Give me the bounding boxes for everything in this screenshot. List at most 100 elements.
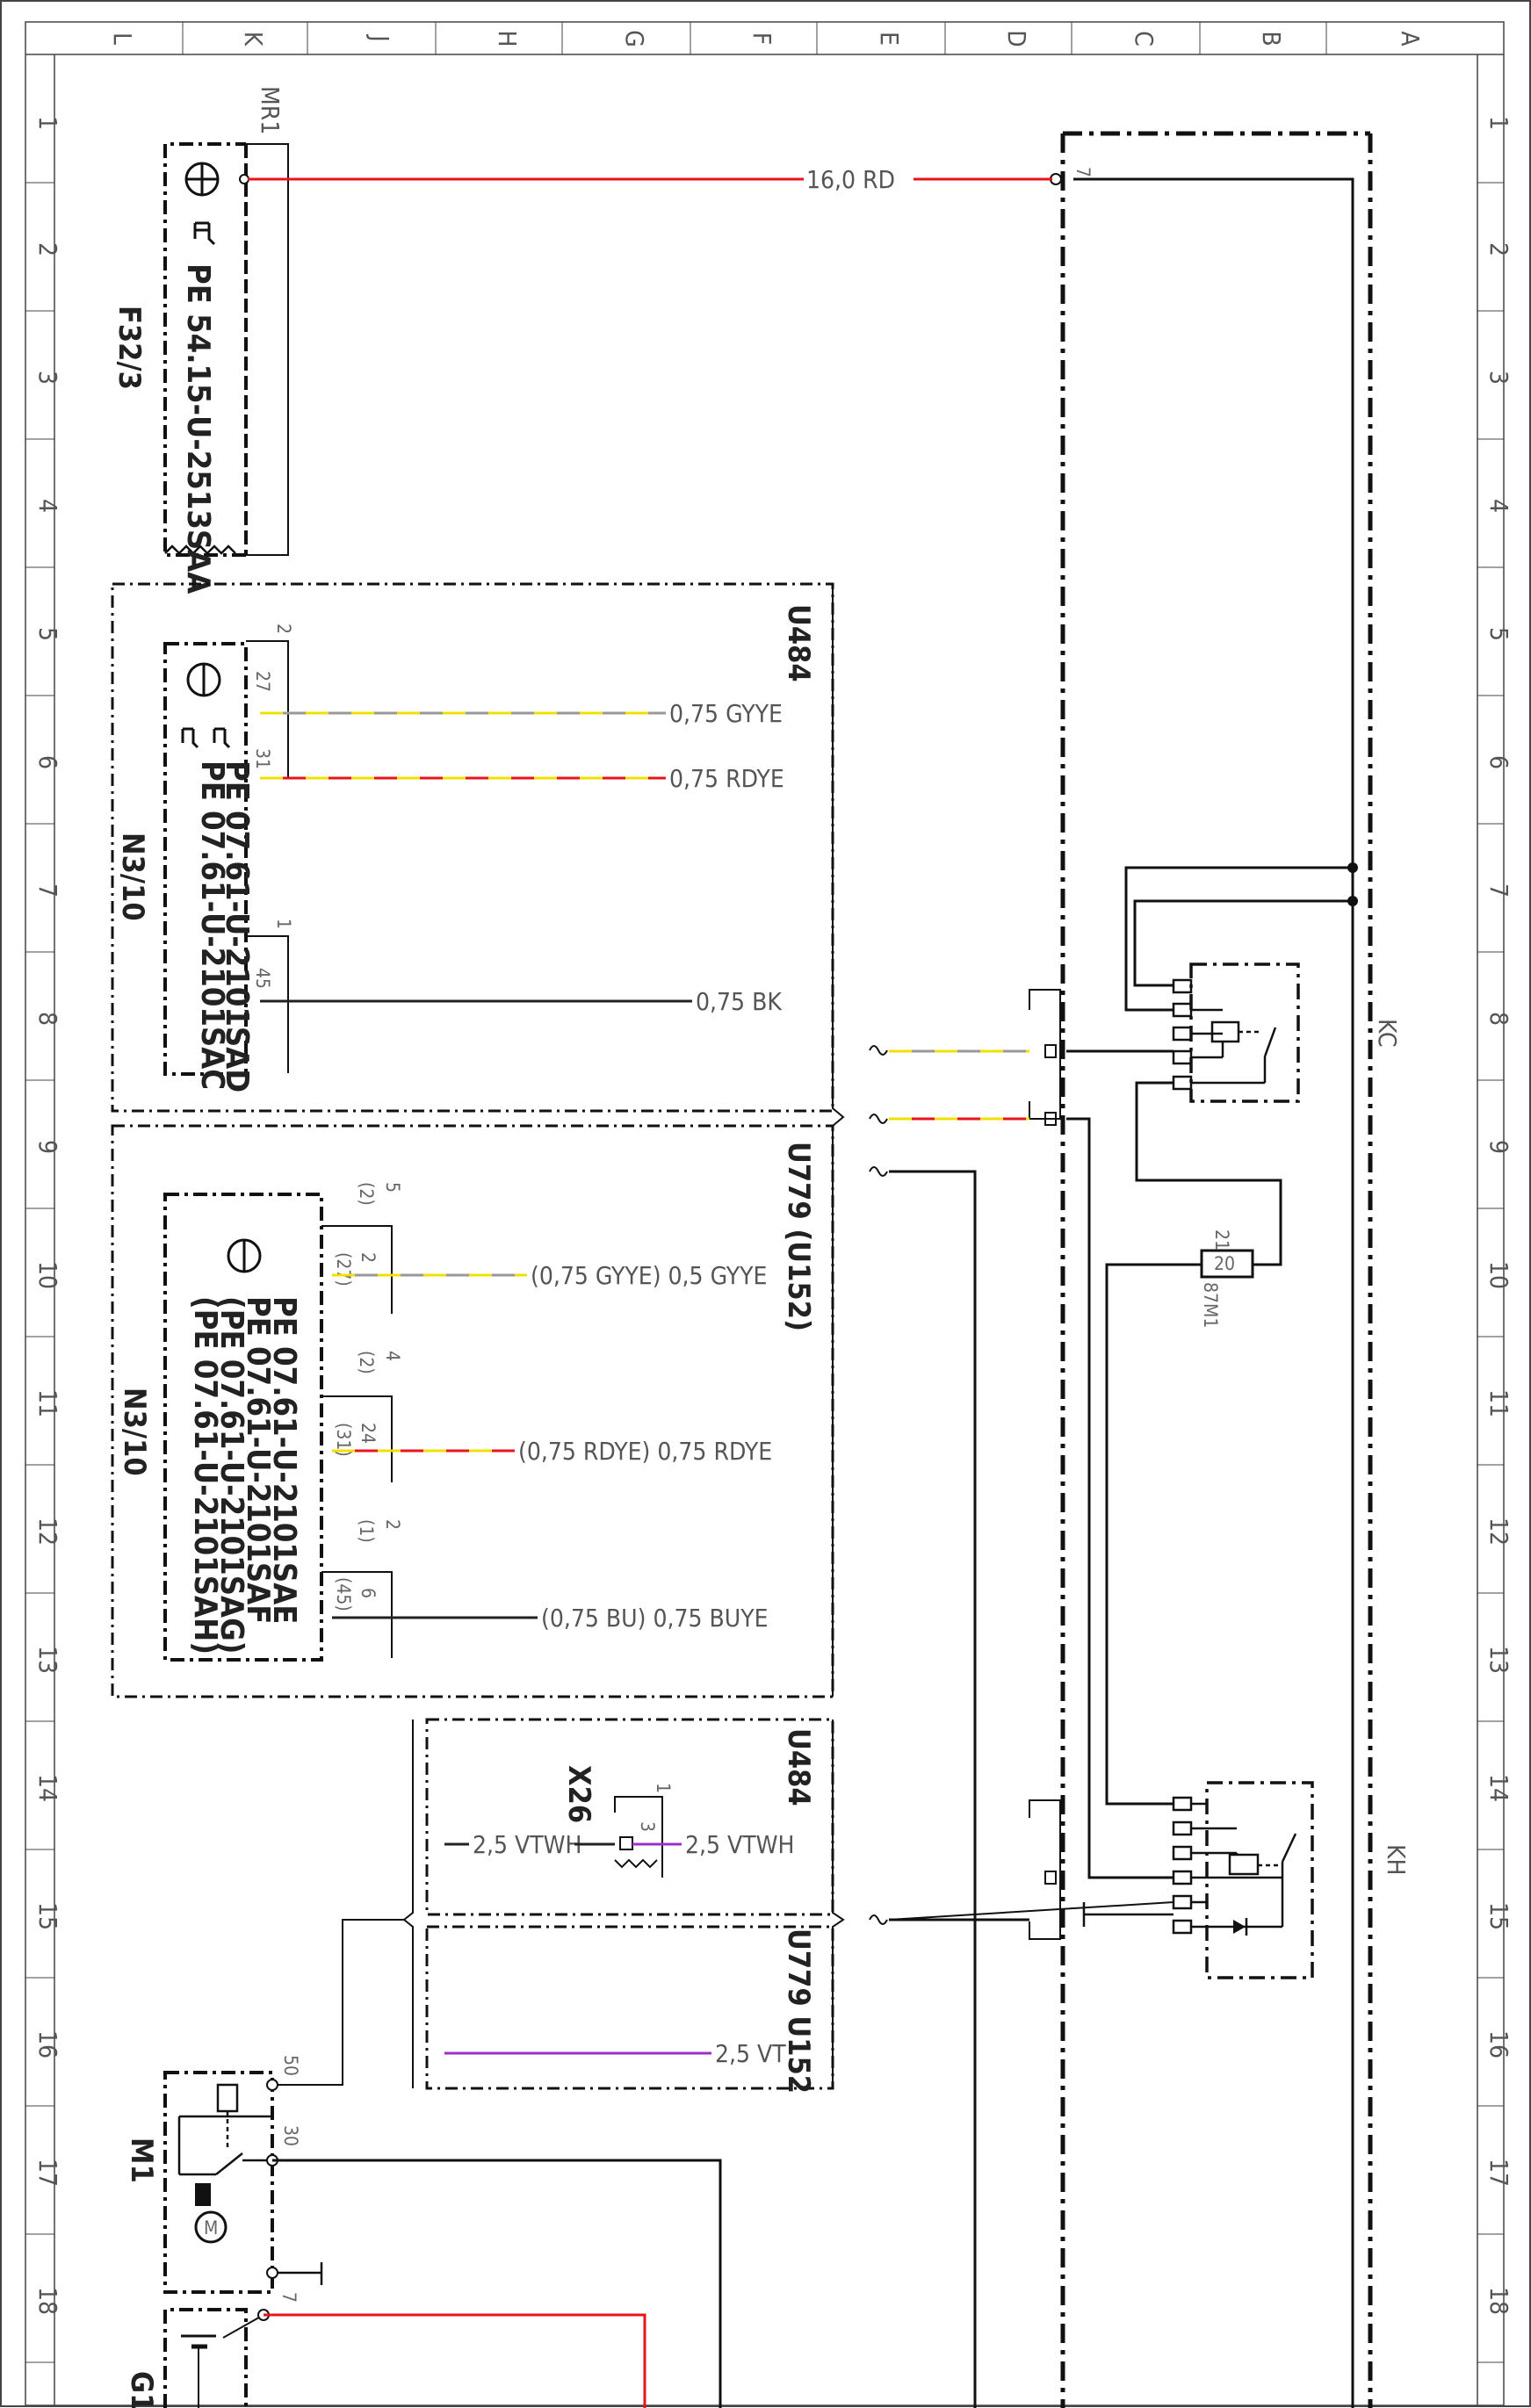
fuse-label: 20	[1214, 1253, 1235, 1274]
relay-kc-label: KC	[1373, 1019, 1402, 1048]
relay-kc	[1172, 962, 1300, 1103]
wire-gyye-bottom: (0,75 GYYE) 0,5 GYYE	[332, 1261, 767, 1290]
row-number: 10	[33, 1261, 62, 1289]
relay-switch-icon	[215, 2152, 243, 2175]
wire-label: 2,5 VTWH	[473, 1830, 582, 1859]
wire-break-icon	[164, 544, 236, 555]
column-letter: F	[747, 32, 776, 46]
wire-label: 2,5 VTWH	[685, 1830, 795, 1859]
row-number: 18	[1484, 2287, 1513, 2315]
n3-10-bottom-component: (PE 07.61-U-2101SAH) (PE 07.61-U-2101SAG…	[117, 1182, 403, 1662]
part-number: PE 07.61-U-2101SAC	[194, 761, 230, 1090]
pin-label: (27)	[333, 1252, 354, 1287]
wire-rdye-bottom: (0,75 RDYE) 0,75 RDYE	[332, 1437, 772, 1466]
svg-text:3: 3	[637, 1821, 658, 1832]
pin-label: 45	[252, 968, 273, 989]
row-number: 18	[33, 2287, 62, 2315]
column-letter: J	[365, 33, 394, 41]
row-number: 6	[1484, 755, 1513, 769]
wire-buye-bottom: (0,75 BU) 0,75 BUYE	[332, 1604, 769, 1633]
part-number: (PE 07.61-U-2101SAH)	[187, 1296, 223, 1655]
row-number: 8	[1484, 1012, 1513, 1026]
n10-1-frame	[1060, 131, 1373, 2408]
svg-text:M: M	[204, 2217, 218, 2239]
brace-bottom	[272, 1719, 1174, 2088]
part-number: PE 07.61-U-2101SAD	[219, 761, 255, 1092]
row-number: 16	[1484, 2030, 1513, 2058]
connector-label: MR1	[256, 86, 285, 134]
wire-bk-top: 0,75 BK	[260, 987, 783, 1016]
pin-label: 6	[357, 1588, 379, 1598]
g1-red-wire	[264, 2313, 646, 2408]
column-letter: B	[1257, 31, 1286, 46]
row-number: 5	[33, 627, 62, 641]
pin-label: 7	[1072, 167, 1094, 177]
column-letter: H	[493, 31, 522, 47]
wire-vt: 2,5 VT	[444, 2039, 786, 2068]
pin-label: 7	[278, 2292, 300, 2303]
row-number: 3	[33, 371, 62, 385]
connector-i1	[1029, 989, 1061, 1126]
pin-label: (45)	[333, 1577, 354, 1611]
row-number: 7	[1484, 883, 1513, 898]
relay-switch-icon	[1281, 1833, 1297, 1863]
row-number: 14	[1484, 1774, 1513, 1802]
hand-pointer-icon	[181, 727, 199, 749]
row-number: 11	[1484, 1389, 1513, 1417]
wire-label: 0,75 RDYE	[669, 764, 784, 793]
row-number: 2	[1484, 242, 1513, 256]
pin-label: 27	[252, 671, 273, 692]
pin-label: 5	[382, 1182, 403, 1193]
wire-rdye-top: 0,75 RDYE	[260, 764, 784, 793]
row-number: 1	[1484, 116, 1513, 130]
pin-label: 2	[273, 624, 294, 634]
column-letter: G	[620, 30, 649, 47]
f32-3-component: PE 54.15-U-2513SAA F32/3 MR1	[112, 86, 289, 594]
row-number: 13	[33, 1646, 62, 1674]
column-letter: D	[1002, 30, 1031, 47]
row-number: 4	[1484, 499, 1513, 513]
pin-label: 31	[252, 748, 273, 769]
row-number: 10	[1484, 1261, 1513, 1289]
n3-10-top-component: PE 07.61-U-2101SAC PE 07.61-U-2101SAD N3…	[115, 624, 294, 1092]
row-number: 12	[33, 1518, 62, 1546]
wire-vtwh: 2,5 VTWH 2,5 VTWH	[444, 1830, 795, 1859]
row-number: 11	[33, 1389, 62, 1417]
row-number: 6	[33, 755, 62, 769]
svg-text:1: 1	[653, 1783, 674, 1793]
wire-16rd: 16,0 RD	[248, 165, 1052, 194]
motor-icon	[194, 2210, 227, 2244]
g1-component: G1 7	[124, 2292, 300, 2408]
wire-label: (0,75 GYYE) 0,5 GYYE	[531, 1261, 767, 1290]
wire-label: (0,75 RDYE) 0,75 RDYE	[518, 1437, 772, 1466]
variant-label: U484	[781, 1728, 816, 1806]
row-number: 15	[33, 1902, 62, 1930]
part-number: (PE 07.61-U-2101SAG)	[213, 1296, 249, 1654]
pin-label: 24	[357, 1423, 379, 1444]
hand-pointer-icon	[213, 727, 231, 749]
pin-label: (2)	[356, 1351, 377, 1374]
row-number: 15	[1484, 1902, 1513, 1930]
wire-label: (0,75 BU) 0,75 BUYE	[541, 1604, 769, 1633]
row-number: 2	[33, 242, 62, 256]
row-number: 3	[1484, 371, 1513, 385]
part-number: PE 07.61-U-2101SAF	[240, 1296, 276, 1624]
diode-icon	[1233, 1920, 1246, 1934]
column-letter: E	[875, 32, 904, 46]
column-letters: L K J H G F E D C B A	[108, 30, 1425, 47]
row-numbers: 1 2 3 4 5 6 7 8 9 10 11 12 13 14 15 16 1…	[33, 116, 1513, 2315]
component-label: N3/10	[117, 1388, 152, 1476]
column-letter: L	[108, 32, 137, 45]
variant-label: U484	[781, 604, 816, 682]
column-letter: K	[239, 32, 268, 47]
wire-gyye-top: 0,75 GYYE	[260, 699, 783, 728]
row-number: 9	[33, 1140, 62, 1154]
component-label: G1	[124, 2371, 159, 2408]
row-number: 4	[33, 499, 62, 513]
junction-dot	[1347, 896, 1358, 906]
pin-label: 30	[280, 2125, 301, 2146]
component-label: F32/3	[112, 306, 147, 390]
wire-label: 16,0 RD	[806, 165, 895, 194]
row-number: 8	[33, 1012, 62, 1026]
